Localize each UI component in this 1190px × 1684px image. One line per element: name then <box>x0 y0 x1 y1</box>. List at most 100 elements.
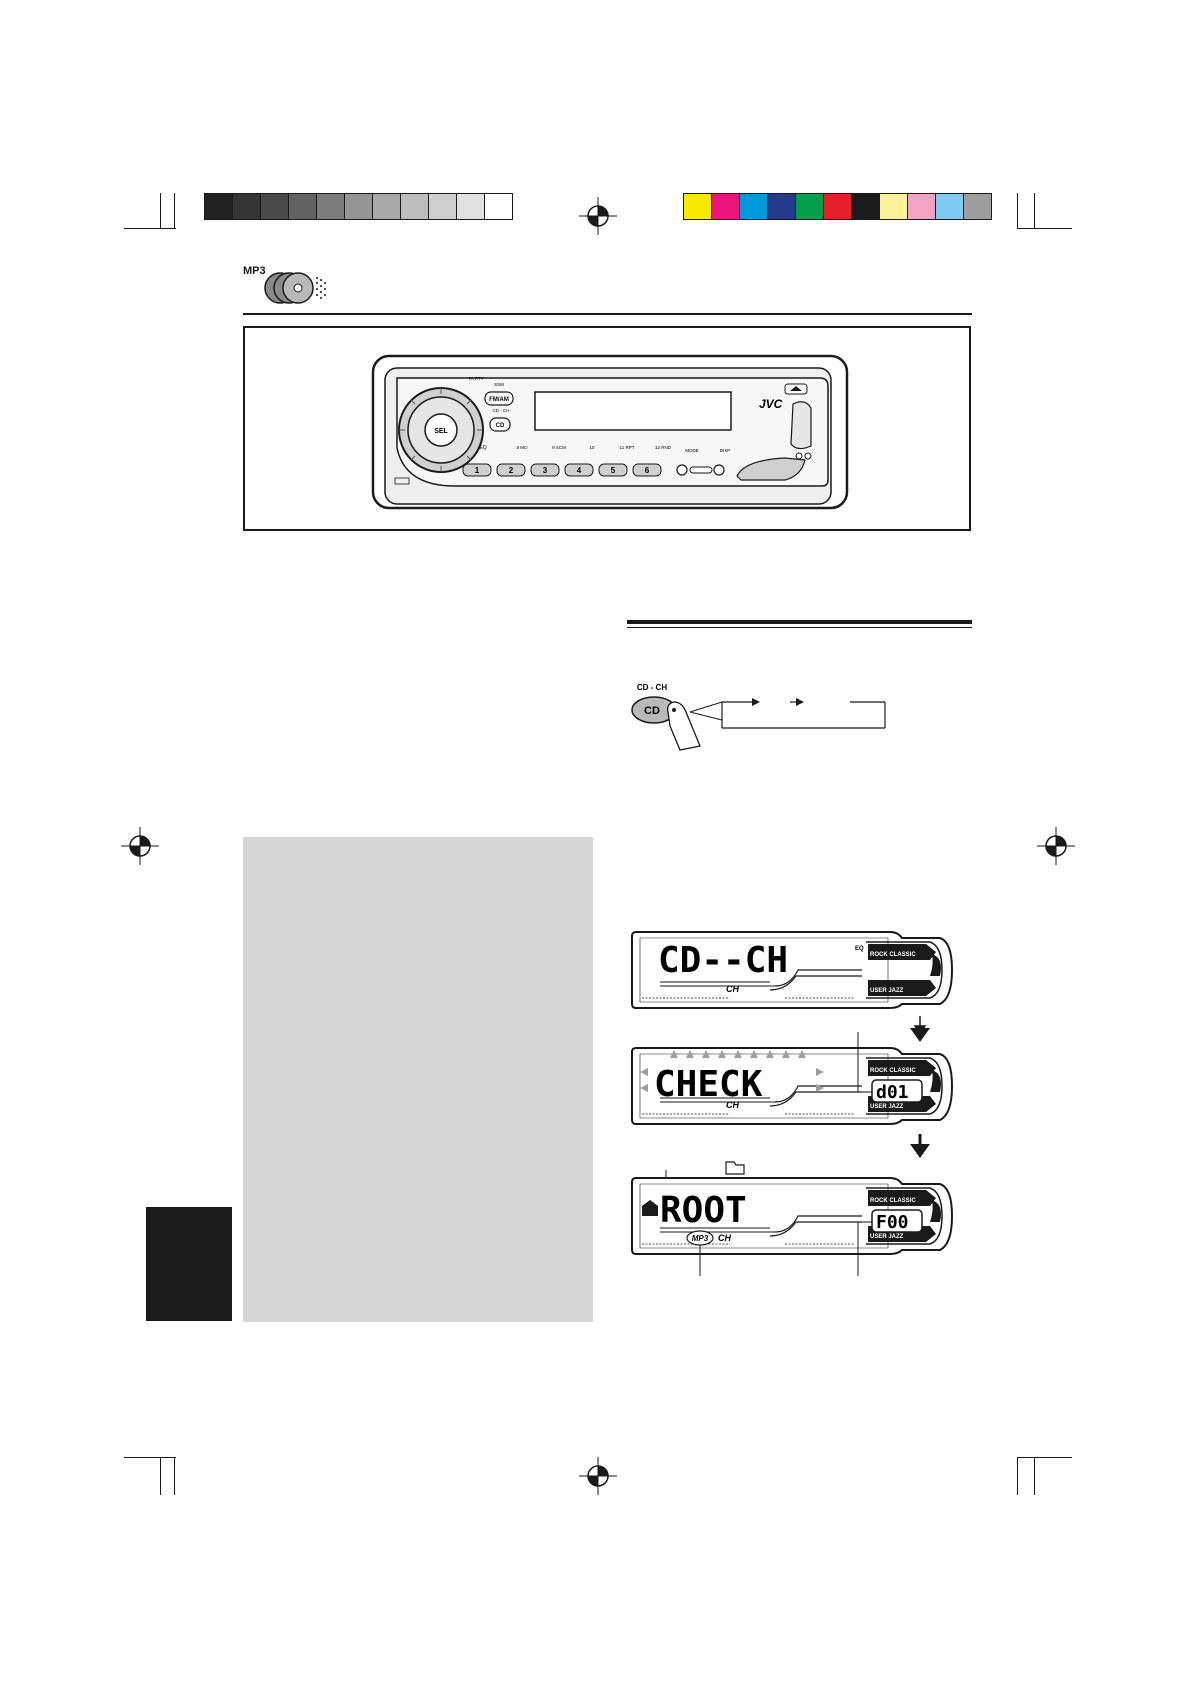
color-swatch <box>851 193 880 220</box>
grayscale-bar <box>204 193 513 220</box>
preset-label: 8 MO <box>516 445 528 450</box>
cd-ch-caption: CD - CH <box>637 683 667 692</box>
lcd3-main-text: ROOT <box>660 1190 747 1231</box>
down-arrow-icon <box>910 1028 930 1042</box>
color-swatch <box>484 193 513 220</box>
color-swatch <box>232 193 261 220</box>
color-bar <box>683 193 992 220</box>
preset-label: 11 RPT <box>620 445 635 450</box>
sel-button-label: SEL <box>434 428 448 435</box>
color-swatch <box>288 193 317 220</box>
lcd3-sub-text: F00 <box>876 1212 909 1233</box>
preset-2-label: 2 <box>509 466 514 475</box>
down-arrow-icon <box>910 1144 930 1158</box>
lcd3-mp3-indicator: MP3 <box>692 1234 709 1243</box>
cd-button-caption: CD <box>644 705 660 717</box>
lcd-display-sequence: CD--CH CH ROCK CLASSIC USER JAZZ EQ CHEC… <box>631 931 953 1276</box>
color-swatch <box>204 193 233 220</box>
section-tab <box>146 1207 232 1321</box>
crop-mark <box>160 1457 161 1495</box>
color-swatch <box>683 193 712 220</box>
eq-label: EQ <box>479 445 486 451</box>
info-panel <box>243 837 593 1322</box>
color-swatch <box>907 193 936 220</box>
lcd1-user-jazz: USER JAZZ <box>870 988 904 994</box>
lcd3-user-jazz: USER JAZZ <box>870 1234 904 1240</box>
crop-mark <box>1034 193 1035 229</box>
unit-figure-frame: SEL FM/AM CD CD - CH SSM TA PTY EQ JVC 8… <box>243 326 971 531</box>
ssm-label: SSM <box>494 382 504 387</box>
registration-target-icon <box>1037 827 1075 865</box>
lcd2-sub-text: d01 <box>876 1082 909 1103</box>
color-swatch <box>879 193 908 220</box>
preset-6-label: 6 <box>645 466 650 475</box>
section-rule-thick <box>627 620 972 624</box>
jvc-logo: JVC <box>759 397 783 411</box>
color-swatch <box>344 193 373 220</box>
color-swatch <box>316 193 345 220</box>
folder-icon <box>725 1161 745 1175</box>
preset-3-label: 3 <box>543 466 548 475</box>
lcd3-ch-indicator: CH <box>718 1233 731 1243</box>
color-swatch <box>260 193 289 220</box>
color-swatch <box>428 193 457 220</box>
lcd2-sub-frame <box>871 1079 923 1103</box>
crop-mark <box>174 1457 175 1495</box>
cd-button-sequence-figure: CD - CH CD <box>631 683 886 751</box>
preset-label: 10 <box>589 445 595 450</box>
color-swatch <box>711 193 740 220</box>
ta-pty-label: TA PTY <box>468 376 483 381</box>
color-swatch <box>739 193 768 220</box>
crop-mark <box>1017 1457 1018 1495</box>
preset-5-label: 5 <box>611 466 616 475</box>
color-swatch <box>400 193 429 220</box>
color-swatch <box>935 193 964 220</box>
lcd2-main-text: CHECK <box>654 1064 763 1105</box>
registration-target-icon <box>579 1457 617 1495</box>
crop-mark <box>124 1457 176 1458</box>
registration-target-icon <box>579 197 617 235</box>
crop-mark <box>1017 193 1018 229</box>
crop-mark <box>1034 1457 1035 1495</box>
lcd2-user-jazz: USER JAZZ <box>870 1104 904 1110</box>
car-stereo-illustration: SEL FM/AM CD CD - CH SSM TA PTY EQ JVC 8… <box>371 354 849 510</box>
cd-button-label: CD <box>496 423 505 429</box>
crop-mark <box>1017 1457 1072 1458</box>
section-rule-thin <box>627 627 972 628</box>
color-swatch <box>372 193 401 220</box>
lcd3-sub-frame <box>871 1209 923 1233</box>
lcd1-eq: EQ <box>855 946 864 952</box>
mp3-disc-icon <box>264 272 326 304</box>
color-swatch <box>456 193 485 220</box>
mode-label: MODE <box>685 448 699 453</box>
preset-buttons <box>462 463 662 477</box>
flashing-indicator <box>640 1050 824 1092</box>
lcd3-folder-indicator <box>642 1200 658 1216</box>
lcd1-main-text: CD--CH <box>658 940 788 981</box>
mp3-label: MP3 <box>243 265 266 277</box>
crop-mark <box>124 228 176 229</box>
preset-label: 9 SCM <box>552 445 566 450</box>
preset-1-label: 1 <box>475 466 480 475</box>
cd-ch-label: CD - CH <box>493 408 510 413</box>
lcd1-rock-classic: ROCK CLASSIC <box>870 952 916 958</box>
lcd2-rock-classic: ROCK CLASSIC <box>870 1068 916 1074</box>
crop-mark <box>1017 228 1072 229</box>
crop-mark <box>174 193 175 229</box>
header-rule <box>243 313 972 315</box>
pointing-finger-icon <box>666 701 701 751</box>
lcd3-rock-classic: ROCK CLASSIC <box>870 1198 916 1204</box>
color-swatch <box>767 193 796 220</box>
color-swatch <box>823 193 852 220</box>
lcd1-ch-indicator: CH <box>726 984 739 994</box>
fm-am-button-label: FM/AM <box>489 397 509 403</box>
disp-label: DISP <box>720 448 731 453</box>
preset-4-label: 4 <box>577 466 582 475</box>
lcd2-ch-indicator: CH <box>726 1100 739 1110</box>
color-swatch <box>963 193 992 220</box>
registration-target-icon <box>121 827 159 865</box>
crop-mark <box>160 193 161 229</box>
color-swatch <box>795 193 824 220</box>
preset-label: 12 RND <box>655 445 672 450</box>
eject-icon <box>790 386 802 391</box>
